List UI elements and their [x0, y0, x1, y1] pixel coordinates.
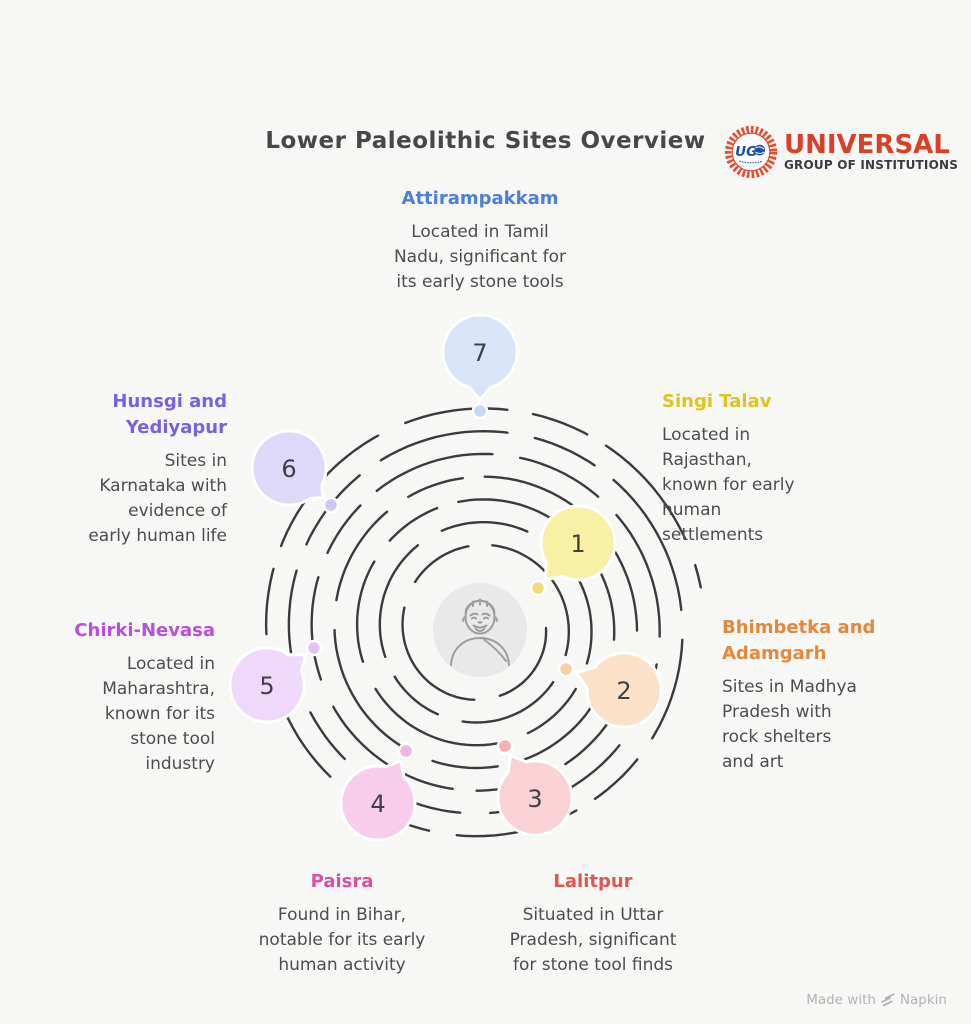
- site-description-chirki-nevasa: Located in Maharashtra, known for its st…: [102, 654, 215, 774]
- spiral-dot-7: [471, 402, 489, 420]
- napkin-watermark: Made with Napkin: [806, 992, 947, 1008]
- site-name-chirki-nevasa: Chirki-Nevasa: [74, 620, 215, 641]
- bubble-7: 7: [441, 313, 519, 402]
- bubble-number-1: 1: [570, 530, 585, 558]
- site-name-paisra: Paisra: [310, 871, 374, 892]
- bubble-number-4: 4: [370, 790, 385, 818]
- spiral-dot-1: [529, 579, 547, 597]
- bubble-number-5: 5: [259, 672, 274, 700]
- spiral-dot-3: [496, 737, 514, 755]
- logo-brand-text: UNIVERSAL: [784, 129, 950, 160]
- spiral-dot-4: [397, 742, 415, 760]
- bubble-3: 3: [496, 754, 574, 837]
- ancient-human-icon: [433, 583, 527, 677]
- emblem-monogram: UG: [735, 144, 757, 160]
- bubble-number-6: 6: [281, 455, 296, 483]
- site-description-paisra: Found in Bihar, notable for its early hu…: [258, 905, 426, 975]
- spiral-dot-2: [557, 660, 575, 678]
- napkin-logo-icon: [881, 993, 895, 1007]
- university-logo: UG UNIVERSAL GROUP OF INSTITUTIONS: [722, 123, 958, 181]
- site-description-lalitpur: Situated in Uttar Pradesh, significant f…: [509, 905, 677, 975]
- site-description-singi-talav: Located in Rajasthan, known for early hu…: [662, 425, 795, 545]
- bubble-1: 1: [539, 504, 617, 582]
- site-description-bhimbetka-and-adamgarh: Sites in Madhya Pradesh with rock shelte…: [722, 677, 857, 772]
- spiral-dot-5: [305, 639, 323, 657]
- site-name-lalitpur: Lalitpur: [553, 871, 633, 892]
- university-emblem-icon: UG: [724, 125, 778, 179]
- spiral-path: [264, 407, 702, 838]
- bubble-number-3: 3: [527, 785, 542, 813]
- bubble-6: 6: [250, 429, 328, 507]
- site-name-singi-talav: Singi Talav: [662, 391, 772, 412]
- logo-tagline-text: GROUP OF INSTITUTIONS: [784, 157, 959, 172]
- site-name-attirampakkam: Attirampakkam: [401, 188, 559, 209]
- site-description-attirampakkam: Located in Tamil Nadu, significant for i…: [393, 222, 567, 292]
- page-title: Lower Paleolithic Sites Overview: [265, 128, 706, 154]
- spiral-dot-6: [322, 496, 340, 514]
- bubble-number-2: 2: [616, 677, 631, 705]
- bubble-4: 4: [339, 759, 417, 842]
- bubble-5: 5: [228, 646, 307, 724]
- bubble-number-7: 7: [472, 339, 487, 367]
- watermark-brand: Napkin: [899, 992, 947, 1008]
- site-name-hunsgi-and-yediyapur: Hunsgi and Yediyapur: [112, 391, 227, 438]
- site-description-hunsgi-and-yediyapur: Sites in Karnataka with evidence of earl…: [88, 451, 227, 546]
- bubble-2: 2: [574, 651, 663, 729]
- site-name-bhimbetka-and-adamgarh: Bhimbetka and Adamgarh: [722, 617, 876, 664]
- watermark-text: Made with: [806, 992, 876, 1008]
